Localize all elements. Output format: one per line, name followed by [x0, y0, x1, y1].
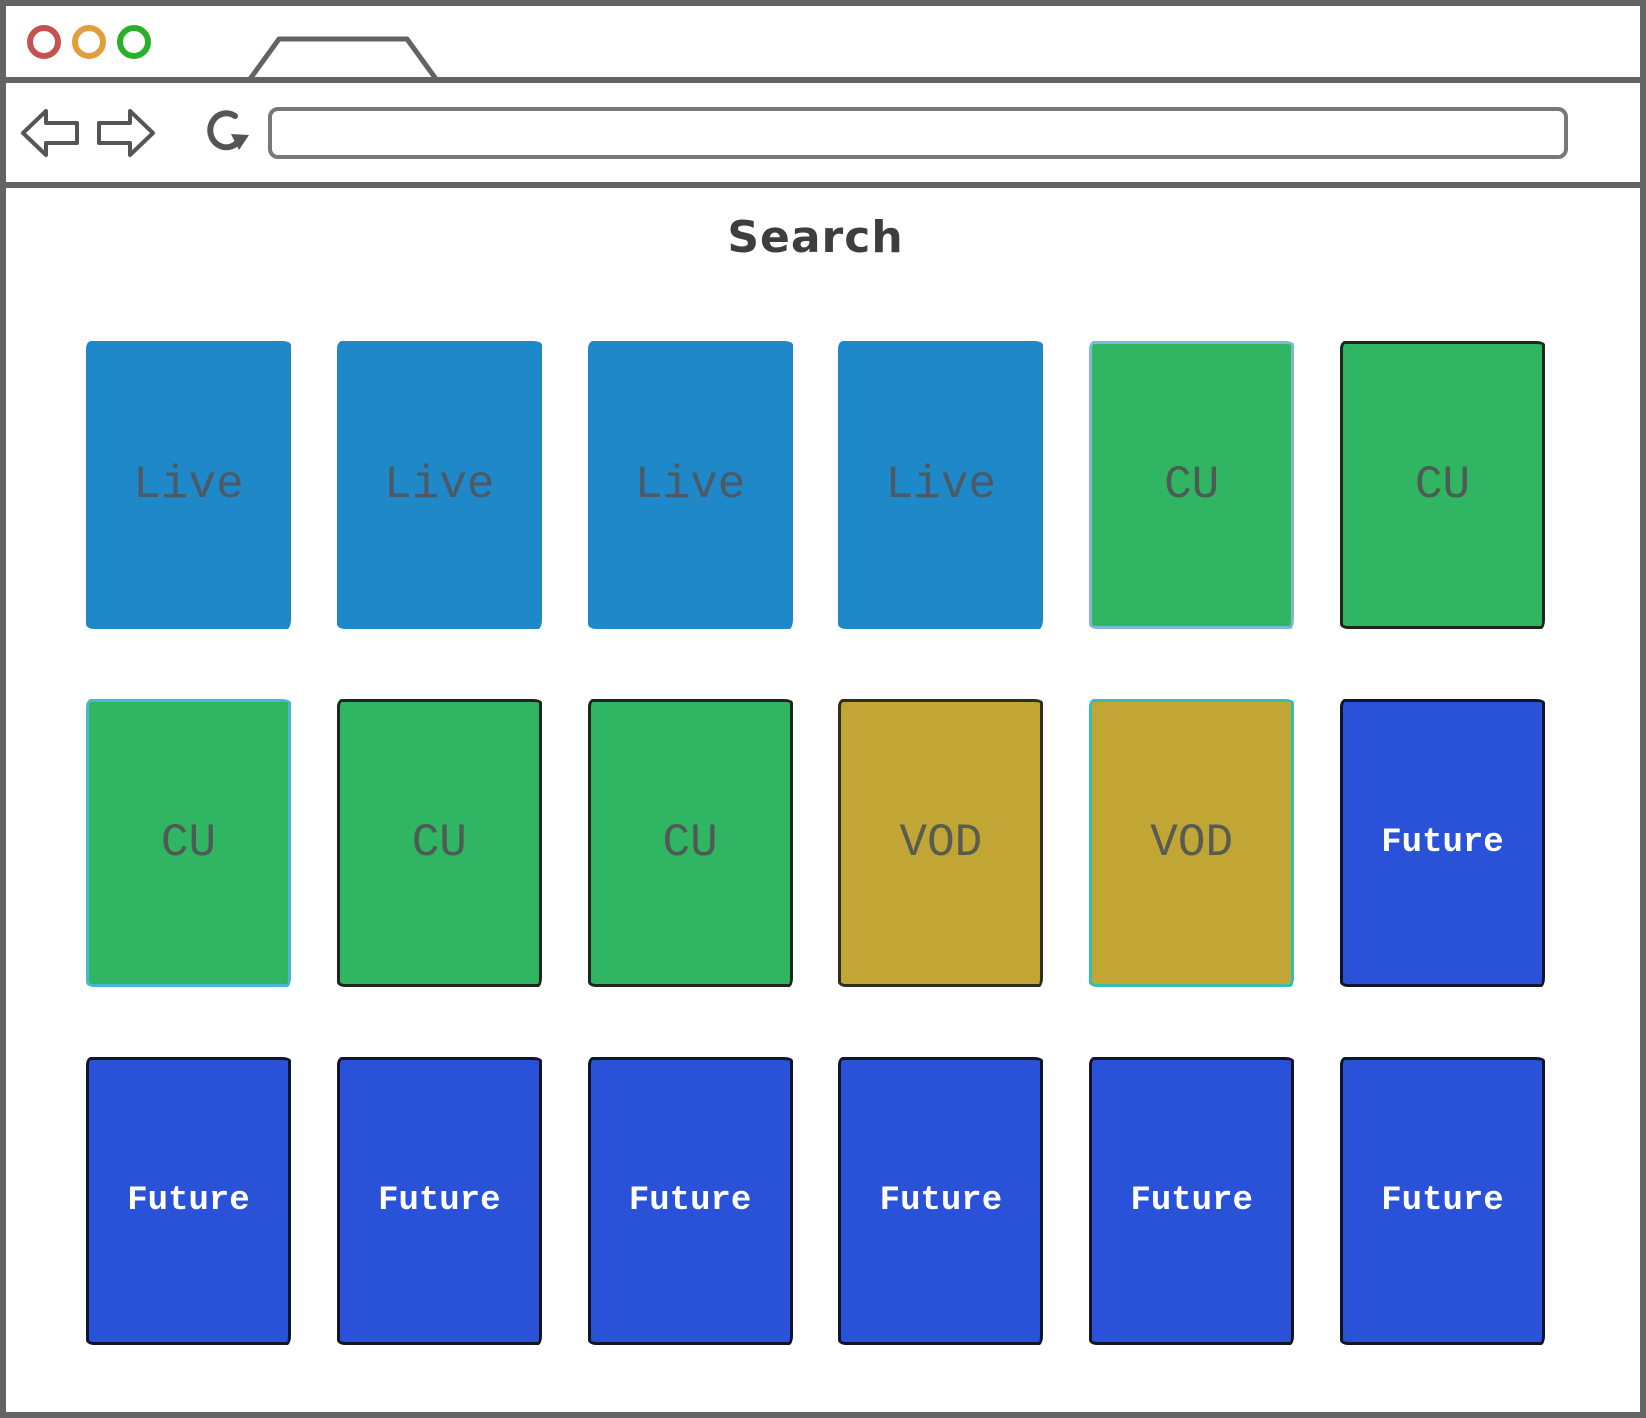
back-icon[interactable]: [20, 106, 80, 160]
card-label: CU: [662, 817, 718, 869]
card-cu-5[interactable]: CU: [587, 699, 793, 987]
card-future-3[interactable]: Future: [336, 1057, 542, 1345]
card-future-7[interactable]: Future: [1339, 1057, 1545, 1345]
window-controls: [27, 24, 151, 59]
card-label: CU: [1164, 459, 1220, 511]
card-label: Future: [378, 1182, 501, 1220]
card-label: CU: [411, 817, 467, 869]
maximize-window-icon[interactable]: [117, 24, 151, 59]
card-label: Live: [634, 459, 746, 511]
close-window-icon[interactable]: [27, 24, 61, 59]
card-live-3[interactable]: Live: [587, 341, 793, 629]
card-label: Future: [879, 1182, 1003, 1220]
minimize-window-icon[interactable]: [72, 24, 106, 59]
card-label: Future: [1381, 824, 1504, 862]
card-label: CU: [160, 817, 217, 869]
browser-toolbar: [6, 83, 1640, 188]
card-label: Future: [127, 1182, 250, 1220]
card-label: CU: [1414, 459, 1471, 511]
forward-icon[interactable]: [96, 106, 156, 160]
card-cu-2[interactable]: CU: [1339, 341, 1545, 629]
card-cu-3[interactable]: CU: [86, 699, 291, 987]
url-bar[interactable]: [268, 106, 1568, 159]
card-live-4[interactable]: Live: [838, 341, 1044, 629]
card-label: VOD: [1150, 817, 1234, 869]
card-label: Future: [628, 1182, 752, 1220]
card-future-1[interactable]: Future: [1339, 699, 1545, 987]
browser-titlebar: [6, 6, 1640, 83]
card-label: Live: [133, 459, 244, 511]
card-grid: Live Live Live Live CU CU CU CU CU VOD V…: [86, 341, 1545, 1345]
card-label: Future: [1381, 1182, 1504, 1220]
card-vod-1[interactable]: VOD: [838, 699, 1044, 987]
card-label: Live: [384, 459, 495, 511]
card-future-2[interactable]: Future: [86, 1057, 291, 1345]
card-cu-1[interactable]: CU: [1089, 341, 1295, 629]
card-label: Live: [885, 459, 997, 511]
card-cu-4[interactable]: CU: [336, 699, 542, 987]
card-future-5[interactable]: Future: [838, 1057, 1044, 1345]
card-vod-2[interactable]: VOD: [1089, 699, 1295, 987]
card-label: VOD: [899, 817, 983, 869]
page-title: Search: [727, 212, 904, 263]
card-future-4[interactable]: Future: [587, 1057, 793, 1345]
reload-icon[interactable]: [200, 104, 254, 162]
browser-tab[interactable]: [248, 35, 438, 79]
card-live-2[interactable]: Live: [336, 341, 542, 629]
card-future-6[interactable]: Future: [1089, 1057, 1295, 1345]
card-label: Future: [1130, 1182, 1253, 1220]
card-live-1[interactable]: Live: [86, 341, 291, 629]
page-content: Search Live Live Live Live CU CU CU CU C…: [6, 212, 1640, 1345]
